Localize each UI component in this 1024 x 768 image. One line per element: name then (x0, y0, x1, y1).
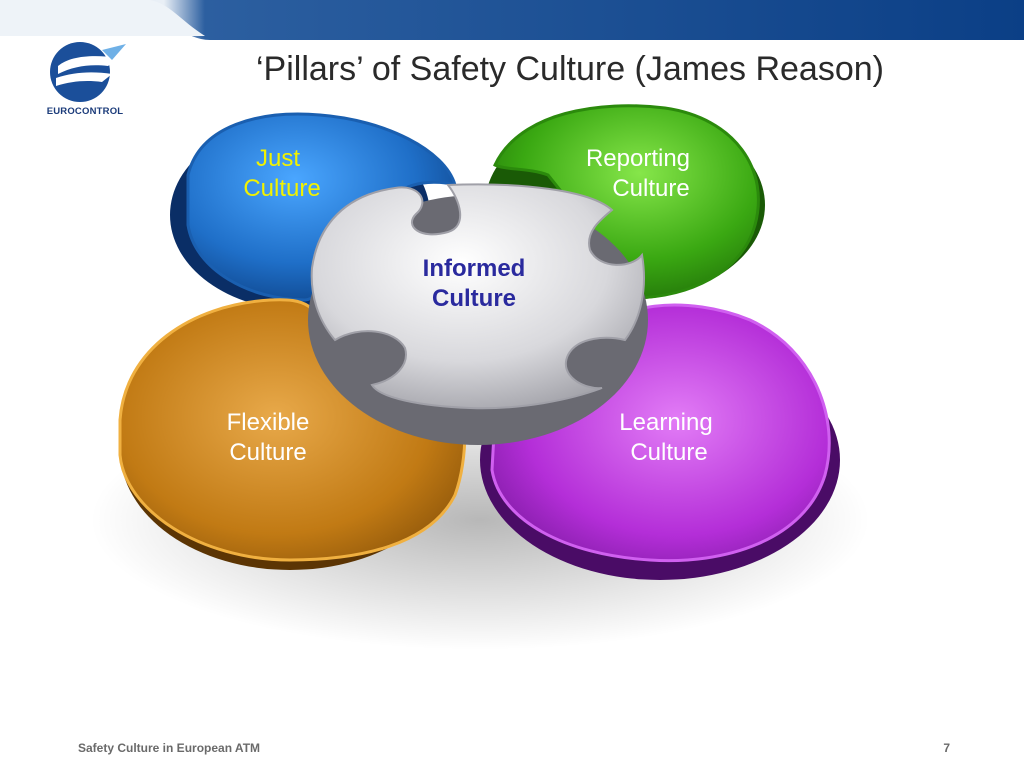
just-culture-label-line2: Culture (243, 175, 320, 202)
informed-culture-piece (308, 183, 648, 445)
eurocontrol-logo-icon (50, 42, 126, 102)
eurocontrol-logo: EUROCONTROL (40, 36, 130, 120)
footer-text: Safety Culture in European ATM (78, 741, 261, 755)
logo-text: EUROCONTROL (46, 106, 124, 117)
learning-culture-label-line2: Culture (630, 439, 707, 466)
learning-culture-label-line1: Learning (619, 409, 712, 436)
just-culture-label-line1: Just (256, 145, 300, 172)
top-banner (0, 0, 1024, 40)
flexible-culture-label-line1: Flexible (227, 409, 310, 436)
informed-culture-label-line1: Informed (423, 255, 526, 282)
page-number: 7 (943, 741, 950, 755)
informed-culture-label-line2: Culture (432, 285, 516, 312)
page-title: ‘Pillars’ of Safety Culture (James Reaso… (256, 50, 884, 88)
reporting-culture-label-line1: Reporting (586, 145, 690, 172)
flexible-culture-label-line2: Culture (229, 439, 306, 466)
reporting-culture-label-line2: Culture (612, 175, 689, 202)
